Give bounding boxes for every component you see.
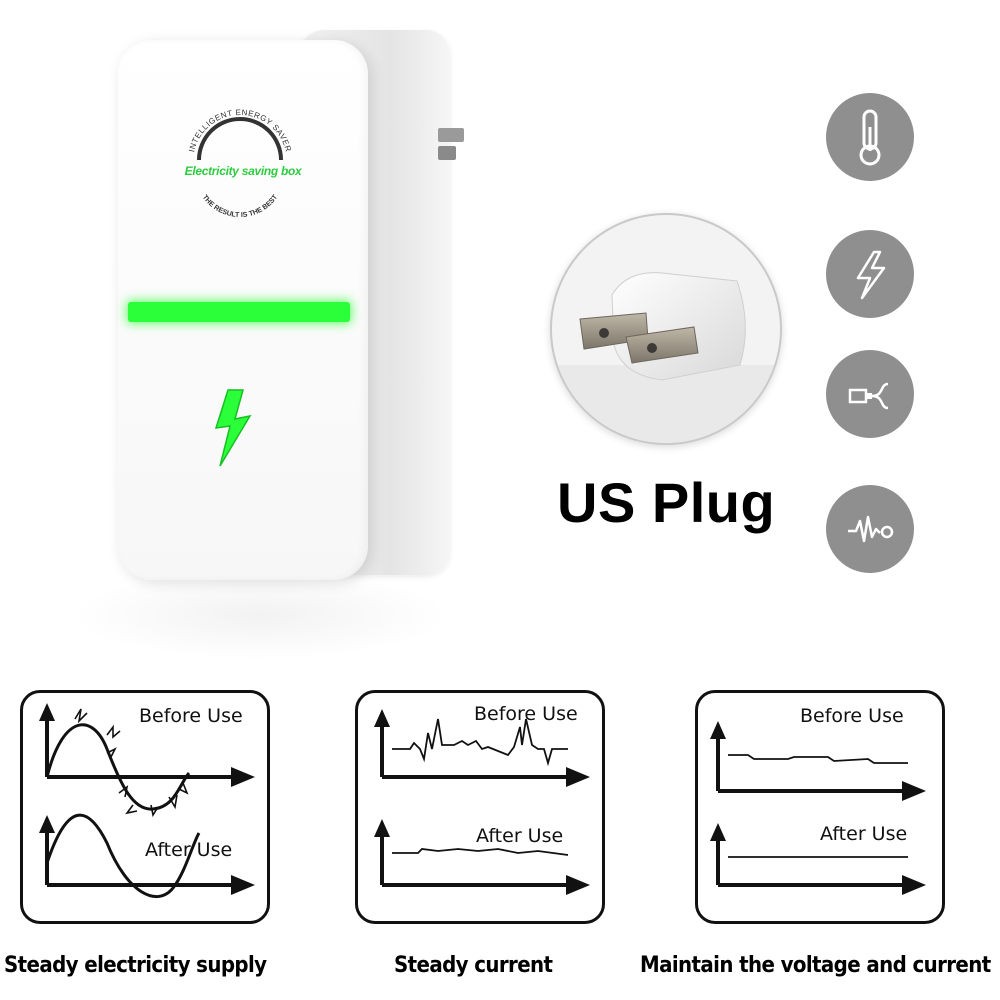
usb-cable-icon bbox=[826, 350, 914, 438]
logo-bottom-text: THE RESULT IS THE BEST bbox=[201, 193, 280, 219]
before-use-label: Before Use bbox=[139, 705, 243, 727]
comparison-panel-voltage: Before Use After Use bbox=[695, 690, 945, 924]
before-use-label: Before Use bbox=[474, 703, 578, 725]
after-use-label: After Use bbox=[820, 823, 908, 845]
logo-main-text: Electricity saving box bbox=[184, 164, 302, 178]
before-use-label: Before Use bbox=[800, 705, 904, 727]
comparison-panel-current: Before Use After Use bbox=[355, 690, 605, 924]
plug-closeup bbox=[550, 213, 782, 445]
comparison-panel-supply: Before Use After Use bbox=[20, 690, 270, 924]
after-use-label: After Use bbox=[476, 825, 564, 847]
waveform-icon bbox=[826, 485, 914, 573]
after-use-label: After Use bbox=[145, 839, 233, 861]
plug-type-label: US Plug bbox=[557, 471, 776, 534]
lightning-icon bbox=[214, 389, 252, 467]
caption-maintain-voltage: Maintain the voltage and current bbox=[640, 953, 991, 978]
caption-steady-current: Steady current bbox=[394, 953, 553, 978]
device-logo: INTELLIGENT ENERGY SAVER THE RESULT IS T… bbox=[187, 108, 292, 219]
thermometer-icon bbox=[826, 93, 914, 181]
caption-steady-supply: Steady electricity supply bbox=[4, 953, 267, 978]
lightning-bolt-icon bbox=[826, 230, 914, 318]
indicator-light-bar bbox=[128, 302, 350, 322]
product-shadow bbox=[70, 570, 450, 660]
plug-prong bbox=[438, 128, 464, 142]
svg-text:THE RESULT IS THE BEST: THE RESULT IS THE BEST bbox=[201, 193, 280, 219]
plug-prong bbox=[438, 146, 456, 160]
